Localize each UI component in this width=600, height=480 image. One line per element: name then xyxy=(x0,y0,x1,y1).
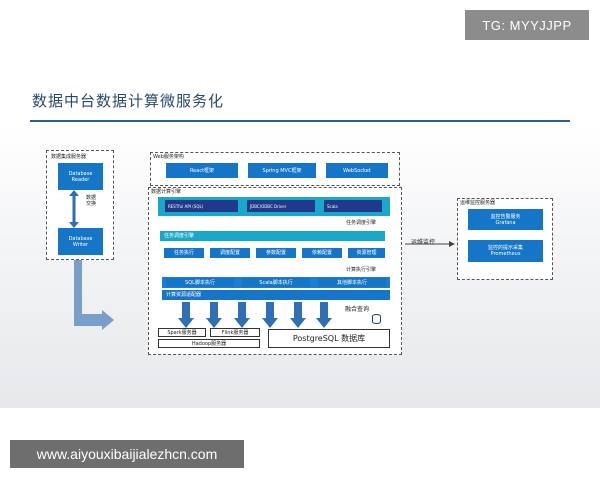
flow-arrow xyxy=(74,260,114,330)
resource-management-box: 资源管理 xyxy=(348,248,385,258)
execution-section-label: 计算执行引擎 xyxy=(346,267,377,273)
title-divider xyxy=(30,120,570,122)
other-script-box: 其他脚本执行 xyxy=(318,278,386,287)
fusion-query-label: 融合查询 xyxy=(345,306,370,313)
monitor-arrow-label: 运维监控 xyxy=(411,239,436,246)
spring-mvc-box: Spring MVC框架 xyxy=(248,163,316,178)
adapter-arrows xyxy=(178,302,332,328)
task-execution-box: 任务执行 xyxy=(164,248,204,258)
database-cylinder-icon xyxy=(372,314,381,324)
monitor-arrow xyxy=(405,241,455,247)
data-exchange-arrows xyxy=(69,190,79,228)
react-framework-box: React框架 xyxy=(166,163,238,178)
resource-adapter-bar: 计算资源适配器 xyxy=(162,290,390,300)
postgresql-database-box: PostgreSQL 数据库 xyxy=(268,329,390,348)
scala-script-box: Scala脚本执行 xyxy=(242,278,310,287)
web-architecture-label: Web服务架构 xyxy=(153,154,184,160)
grafana-box: 监控告警服务 Grafana xyxy=(468,209,543,230)
watermark-tag: TG: MYYJJPP xyxy=(465,10,589,40)
sql-script-box: SQL脚本执行 xyxy=(166,278,234,287)
prometheus-box: 监控的提示采集 Prometheus xyxy=(468,240,543,262)
hadoop-server-box: Hadoop服务器 xyxy=(158,339,260,348)
data-exchange-label: 数据 交换 xyxy=(86,195,97,207)
compute-engine-label: 数据计算引擎 xyxy=(151,189,182,195)
page-title: 数据中台数据计算微服务化 xyxy=(32,92,225,110)
restful-api-box: RESTful API (SQL) xyxy=(165,200,238,212)
footer-url-banner: www.aiyouxibaijialezhcn.com xyxy=(10,440,244,468)
scala-api-box: Scala xyxy=(324,200,382,212)
collector-group-label: 数据集成服务器 xyxy=(51,154,87,160)
task-scheduling-engine-bar: 任务调度引擎 xyxy=(160,231,385,241)
database-writer-box: Database Writer xyxy=(58,228,103,255)
flink-server-box: Flink服务器 xyxy=(210,328,260,337)
spark-server-box: Spark服务器 xyxy=(158,328,206,337)
database-reader-box: Database Reader xyxy=(58,163,103,190)
jdbc-odbc-box: JDBC/ODBC Driver xyxy=(247,200,315,212)
dependency-config-box: 依赖配置 xyxy=(302,248,342,258)
websocket-box: WebSocket xyxy=(326,163,388,178)
parameter-config-box: 参数配置 xyxy=(256,248,296,258)
schedule-section-label: 任务调度引擎 xyxy=(346,220,377,226)
monitor-group-label: 运维监控服务器 xyxy=(460,200,496,206)
schedule-config-box: 调度配置 xyxy=(210,248,250,258)
